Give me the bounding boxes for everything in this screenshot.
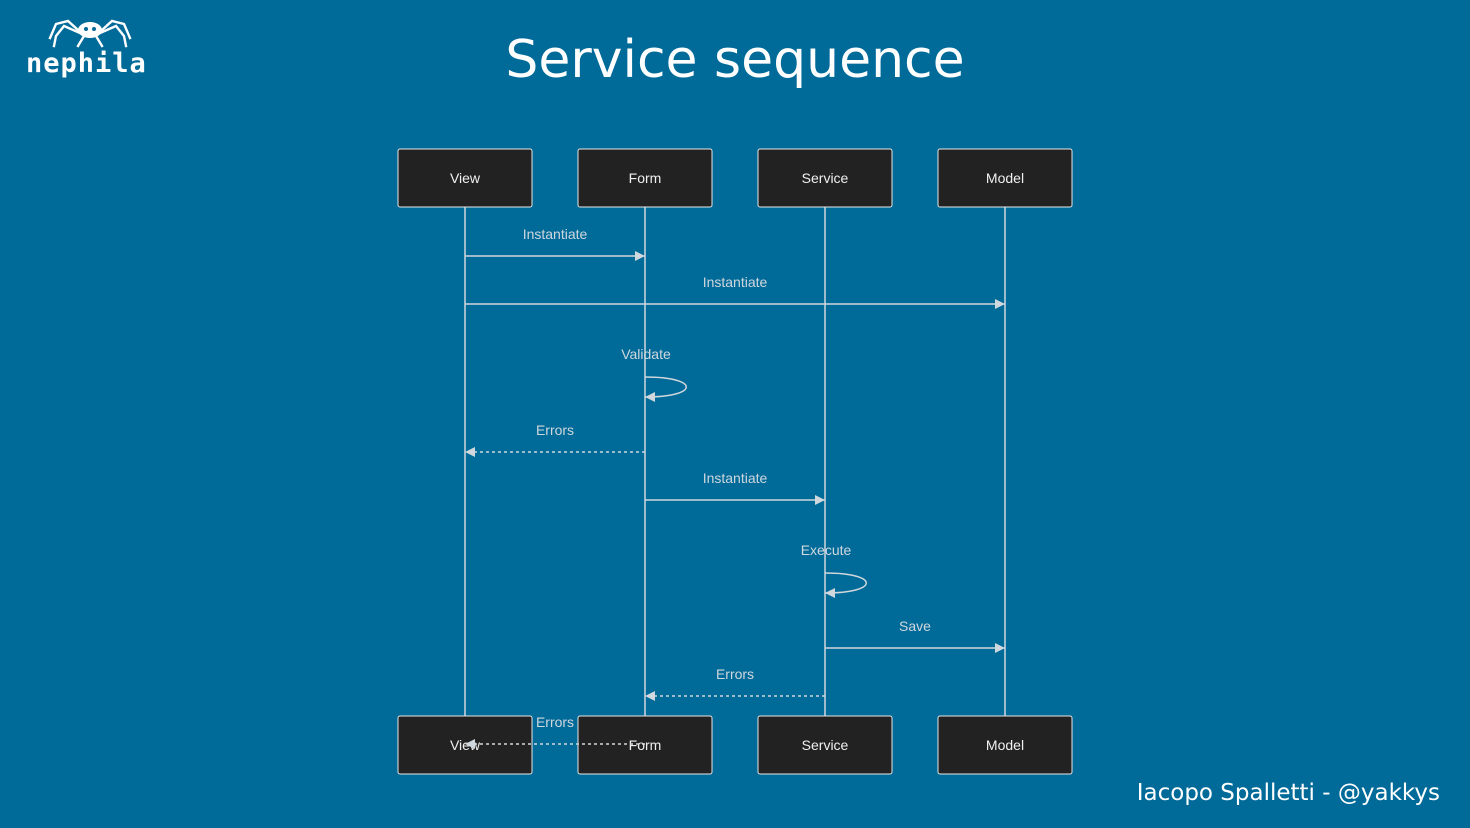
participant-label: Service: [802, 737, 849, 753]
spider-icon: [48, 19, 132, 48]
message-label: Validate: [621, 346, 671, 362]
message-label: Errors: [536, 422, 574, 438]
message-label: Errors: [716, 666, 754, 682]
participant-box-top: [577, 148, 713, 208]
participant-label: Service: [802, 170, 849, 186]
participant-box-bottom: [757, 715, 893, 775]
participant-box-bottom: [577, 715, 713, 775]
participant-label: View: [450, 170, 481, 186]
nephila-logo: nephila: [26, 16, 156, 82]
participant-label: Model: [986, 170, 1024, 186]
self-message-arrow: [824, 572, 867, 598]
message-label: Instantiate: [523, 226, 588, 242]
logo-text: nephila: [26, 48, 147, 79]
participant-label: Model: [986, 737, 1024, 753]
self-message-arrow: [644, 376, 687, 402]
message-label: Errors: [536, 714, 574, 730]
participant-box-top: [937, 148, 1073, 208]
page-title: Service sequence: [505, 30, 965, 90]
participant-label: Form: [629, 737, 662, 753]
participant-label: Form: [629, 170, 662, 186]
participant-label: View: [450, 737, 481, 753]
message-label: Save: [899, 618, 931, 634]
message-label: Instantiate: [703, 274, 768, 290]
participant-box-top: [397, 148, 533, 208]
message-label: Execute: [801, 542, 852, 558]
author-credit: Iacopo Spalletti - @yakkys: [1136, 780, 1440, 806]
participant-box-top: [757, 148, 893, 208]
participant-box-bottom: [937, 715, 1073, 775]
message-label: Instantiate: [703, 470, 768, 486]
